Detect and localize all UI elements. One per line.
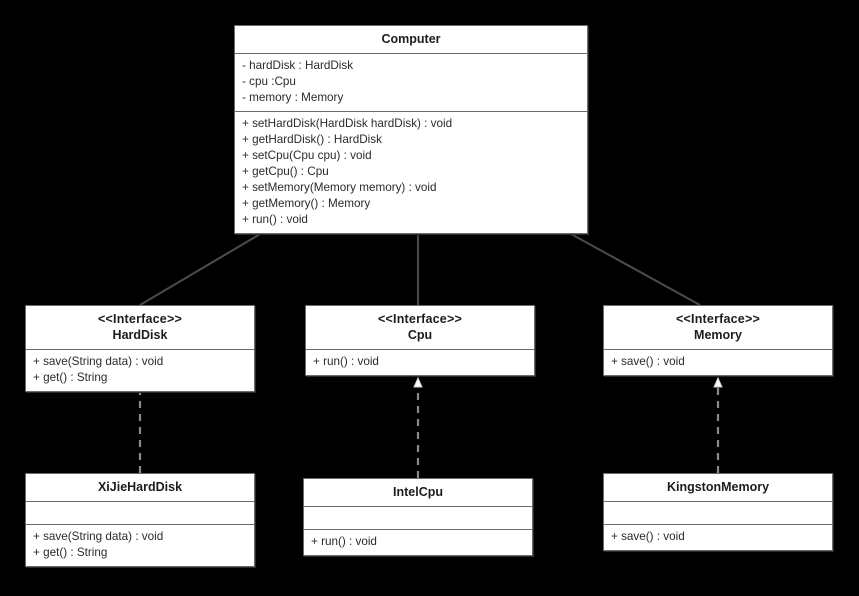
stereotype-label: <<Interface>>: [676, 312, 760, 326]
divider: [604, 501, 832, 502]
method-row: + save() : void: [611, 530, 685, 543]
methods-kingstonmemory: + save() : void: [604, 525, 832, 550]
stereotype-label: <<Interface>>: [98, 312, 182, 326]
method-row: + get() : String: [33, 546, 108, 559]
method-row: + setHardDisk(HardDisk hardDisk) : void: [242, 117, 453, 130]
class-box-kingstonmemory[interactable]: KingstonMemory + save() : void: [603, 473, 833, 551]
class-box-intelcpu[interactable]: IntelCpu + run() : void: [303, 478, 533, 556]
methods-xijieharddisk: + save(String data) : void + get() : Str…: [26, 525, 254, 566]
interface-box-harddisk[interactable]: <<Interface>> HardDisk + save(String dat…: [25, 305, 255, 392]
method-row: + setCpu(Cpu cpu) : void: [242, 149, 372, 162]
class-title-computer: Computer: [235, 26, 587, 53]
attribute-row: - cpu :Cpu: [242, 75, 296, 88]
interface-name-cpu: Cpu: [407, 328, 433, 342]
interface-box-cpu[interactable]: <<Interface>> Cpu + run() : void: [305, 305, 535, 376]
divider: [26, 501, 254, 502]
attributes-kingstonmemory: [604, 502, 832, 524]
class-title-kingstonmemory: KingstonMemory: [604, 474, 832, 501]
edge-computer-memory: [549, 221, 701, 306]
methods-memory: + save() : void: [604, 350, 832, 375]
method-row: + run() : void: [313, 355, 379, 368]
class-title-intelcpu: IntelCpu: [304, 479, 532, 506]
divider: [235, 111, 587, 112]
divider: [304, 529, 532, 530]
class-name-kingstonmemory: KingstonMemory: [666, 480, 770, 494]
method-row: + run() : void: [311, 535, 377, 548]
class-box-computer[interactable]: Computer - hardDisk : HardDisk - cpu :Cp…: [234, 25, 588, 234]
divider: [26, 349, 254, 350]
interface-title-harddisk: <<Interface>> HardDisk: [26, 306, 254, 349]
class-title-xijieharddisk: XiJieHardDisk: [26, 474, 254, 501]
method-row: + getCpu() : Cpu: [242, 165, 329, 178]
interface-title-memory: <<Interface>> Memory: [604, 306, 832, 349]
divider: [604, 524, 832, 525]
divider: [26, 524, 254, 525]
interface-name-harddisk: HardDisk: [112, 328, 168, 342]
edge-computer-harddisk: [139, 221, 285, 306]
divider: [235, 53, 587, 54]
attribute-row: - hardDisk : HardDisk: [242, 59, 354, 72]
attributes-computer: - hardDisk : HardDisk - cpu :Cpu - memor…: [235, 54, 587, 111]
method-row: + setMemory(Memory memory) : void: [242, 181, 437, 194]
method-row: + save(String data) : void: [33, 530, 164, 543]
attribute-row: - memory : Memory: [242, 91, 344, 104]
divider: [306, 349, 534, 350]
method-row: + get() : String: [33, 371, 108, 384]
stereotype-label: <<Interface>>: [378, 312, 462, 326]
interface-box-memory[interactable]: <<Interface>> Memory + save() : void: [603, 305, 833, 376]
divider: [304, 506, 532, 507]
method-row: + save(String data) : void: [33, 355, 164, 368]
method-row: + getHardDisk() : HardDisk: [242, 133, 382, 146]
methods-harddisk: + save(String data) : void + get() : Str…: [26, 350, 254, 391]
method-row: + save() : void: [611, 355, 685, 368]
attributes-xijieharddisk: [26, 502, 254, 524]
attributes-intelcpu: [304, 507, 532, 529]
class-name-xijieharddisk: XiJieHardDisk: [97, 480, 183, 494]
class-name-intelcpu: IntelCpu: [393, 485, 443, 499]
interface-name-memory: Memory: [694, 328, 742, 342]
method-row: + getMemory() : Memory: [242, 197, 371, 210]
class-name-computer: Computer: [381, 32, 441, 46]
method-row: + run() : void: [242, 213, 308, 226]
class-box-xijieharddisk[interactable]: XiJieHardDisk + save(String data) : void…: [25, 473, 255, 567]
methods-intelcpu: + run() : void: [304, 530, 532, 555]
methods-cpu: + run() : void: [306, 350, 534, 375]
methods-computer: + setHardDisk(HardDisk hardDisk) : void …: [235, 112, 587, 233]
divider: [604, 349, 832, 350]
interface-title-cpu: <<Interface>> Cpu: [306, 306, 534, 349]
